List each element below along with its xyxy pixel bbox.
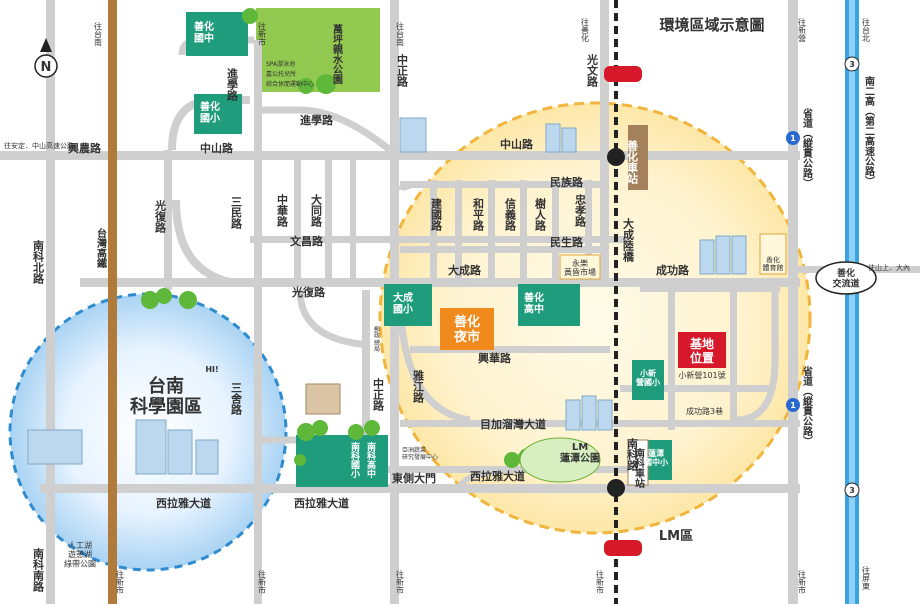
dir-to-tainan-mid: 往台南	[396, 21, 405, 46]
site-marker	[678, 332, 726, 368]
map-title: 環境區域示意圖	[659, 16, 764, 34]
road-jinxue-h: 進學路	[300, 113, 334, 127]
road-chenggong: 成功路	[656, 263, 690, 277]
road-zhongxiao: 忠孝路	[574, 193, 588, 228]
road-xinghua: 興華路	[478, 351, 512, 365]
road-provincial-2: 省道（縱貫公路）	[801, 365, 814, 446]
road-provincial-1: 省道（縱貫公路）	[801, 107, 814, 188]
road-sanmin: 三民路	[230, 196, 243, 230]
road-xingnong: 興農路	[68, 141, 102, 155]
post-label: 郵政 總局	[373, 325, 380, 353]
road-xinyi: 信義路	[504, 197, 517, 232]
nanke-station-label: 南科車站	[633, 447, 645, 489]
dir-to-xinshi-1: 往新市	[116, 569, 125, 595]
dir-to-xinshi-3: 往新市	[396, 569, 405, 595]
road-guangwen: 光文路	[586, 53, 600, 88]
dir-to-xinshi-2: 往新市	[258, 569, 267, 595]
road-dongce: 東側大門	[392, 471, 436, 485]
nanke-es-label: 南科國小	[349, 441, 361, 479]
road-jinxue-v: 進學路	[226, 67, 239, 102]
road-dacheng: 大成路	[448, 263, 482, 277]
route1-a: 1	[790, 134, 796, 143]
road-guangfu-w: 光復路	[154, 199, 168, 234]
jhs-lianhe-label: 蓮潭國中小	[644, 448, 668, 467]
jhs-shanhua-label: 善化國中	[194, 20, 214, 45]
hs-shanhua-label: 善化高中	[524, 291, 544, 316]
dir-to-shanhua: 往善化	[581, 17, 590, 43]
road-xilaya-mid: 西拉雅大道	[294, 496, 349, 510]
road-heping: 和平路	[472, 197, 485, 232]
yongle-market-label: 永樂黃昏市場	[564, 258, 596, 277]
spa-label: SPA游泳池	[266, 60, 295, 68]
dir-to-xinying: 往新營	[798, 17, 807, 43]
road-zhongshan-w: 中山路	[200, 141, 234, 155]
north-compass	[34, 38, 58, 78]
road-nanke-s: 南科南路	[32, 547, 45, 593]
compass-label: N	[41, 60, 52, 75]
route3-a: 3	[849, 60, 855, 69]
road-xilaya-e: 西拉雅大道	[470, 469, 525, 483]
night-market-label: 善化夜市	[453, 314, 480, 345]
es-dacheng-label: 大成國小	[393, 291, 413, 316]
robot-hi: HI!	[205, 365, 218, 374]
route1-b: 1	[790, 401, 796, 410]
nanke-hs-label: 南科高中	[365, 441, 376, 479]
lm-area-label: LM區	[659, 529, 693, 544]
shanhua-station-label: 善化車站	[626, 139, 639, 185]
road-zhonghua: 中華路	[276, 193, 289, 228]
science-park-label: 台南科學園區	[130, 375, 202, 418]
interchange-label: 善化交流道	[832, 267, 859, 289]
road-yajiang: 雅江路	[412, 369, 425, 404]
road-zhongzheng-s: 中正路	[372, 377, 385, 412]
road-nanke-n: 南科北路	[32, 239, 45, 285]
kindergarten-label: 嘉公托兒所	[266, 70, 296, 78]
night-market-block	[440, 308, 494, 350]
dir-to-tainan-left: 往台南	[94, 21, 103, 46]
dir-to-xinshi-left: 往新市	[258, 21, 267, 47]
road-freeway: 南二高（第二高速公路）	[863, 75, 876, 186]
road-zhongzheng-n: 中正路	[396, 53, 409, 88]
road-sanshe: 三舍路	[230, 382, 243, 416]
road-dachenglingqiao: 大成陸橋	[622, 217, 635, 263]
road-zhongshan-e: 中山路	[500, 137, 534, 151]
site-address: 小新營101號	[678, 370, 725, 380]
water-park-label: 萬坪親水公園	[331, 23, 344, 85]
building-clusters	[27, 117, 747, 475]
road-xilaya-w: 西拉雅大道	[156, 496, 211, 510]
road-guangfu-mid: 光復路	[291, 285, 326, 299]
road-nanke: 南科路	[626, 437, 639, 472]
road-chenggong3: 成功路3巷	[686, 406, 723, 416]
dir-to-anding: 往安定．中山高速公路	[4, 141, 74, 150]
es-shanhua-label: 善化國小	[200, 100, 220, 125]
road-mujia: 目加溜灣大道	[480, 417, 546, 431]
dir-to-xinshi-4: 往新市	[596, 569, 605, 595]
es-xiaoxinying-label: 小新營國小	[636, 368, 660, 387]
road-datong: 大同路	[310, 193, 323, 228]
shanhua-gym-label: 善化體育館	[763, 255, 784, 272]
road-hsr: 台灣高鐵	[95, 227, 107, 269]
road-jianguo: 建國路	[430, 197, 443, 232]
hsr-line	[108, 0, 117, 604]
dir-to-pingdong: 往屏東	[862, 565, 871, 591]
apl-label: 亞洲蔬菜研究發展中心	[402, 446, 438, 461]
lake-park-label: 人工湖遊憩湖綠帶公園	[64, 541, 96, 568]
dir-to-shanshang: 往山上．大內	[868, 263, 910, 272]
school-blocks	[186, 12, 672, 487]
road-shuren: 樹人路	[534, 197, 547, 232]
dir-to-xinshi-5: 往新市	[798, 569, 807, 595]
road-minzu: 民族路	[550, 175, 584, 189]
gym-center-label: 綜合休閒運動中心	[266, 80, 314, 88]
shanhua-station-block	[628, 125, 648, 190]
road-wenchang: 文昌路	[290, 234, 324, 248]
road-minsheng: 民生路	[550, 235, 584, 249]
site-label: 基地位置	[689, 336, 714, 365]
interchange-oval	[815, 261, 877, 295]
route3-b: 3	[849, 486, 855, 495]
dir-to-taibei: 往台北	[862, 17, 871, 43]
